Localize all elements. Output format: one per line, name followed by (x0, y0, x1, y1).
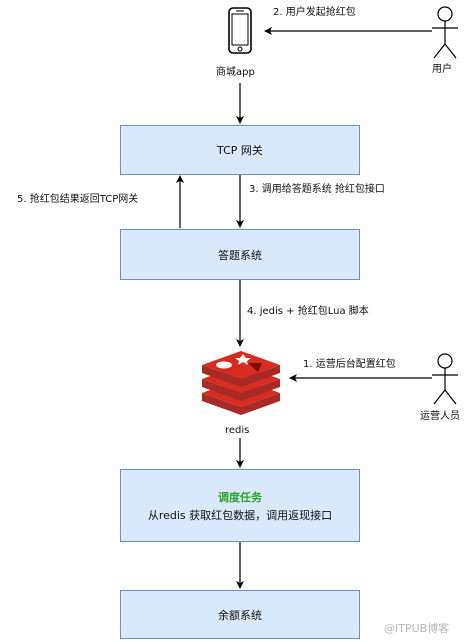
operator-actor-icon (432, 353, 458, 405)
step4-label: 4. jedis + 抢红包Lua 脚本 (247, 306, 369, 317)
redis-label: redis (225, 425, 250, 436)
app-label: 商城app (216, 67, 255, 78)
redis-logo-icon (202, 351, 280, 415)
schedule-task-title: 调度任务 (218, 490, 262, 504)
operator-label: 运营人员 (420, 411, 460, 422)
step2-label: 2. 用户发起抢红包 (273, 7, 356, 18)
step3-label: 3. 调用给答题系统 抢红包接口 (249, 184, 385, 195)
tcp-gateway-box: TCP 网关 (120, 125, 360, 175)
balance-system-box: 余额系统 (120, 590, 360, 639)
schedule-task-box: 调度任务 从redis 获取红包数据，调用返现接口 (120, 469, 360, 542)
balance-system-label: 余额系统 (218, 608, 262, 622)
tcp-gateway-label: TCP 网关 (217, 144, 263, 157)
watermark-text: @ITPUB博客 (384, 622, 450, 635)
user-label: 用户 (432, 64, 452, 75)
schedule-task-desc: 从redis 获取红包数据，调用返现接口 (147, 508, 333, 522)
phone-icon (228, 7, 252, 54)
user-actor-icon (432, 6, 458, 59)
answer-system-box: 答题系统 (120, 229, 360, 280)
step5-label: 5. 抢红包结果返回TCP网关 (17, 194, 139, 205)
step1-label: 1. 运营后台配置红包 (303, 359, 396, 370)
answer-system-label: 答题系统 (218, 248, 262, 262)
